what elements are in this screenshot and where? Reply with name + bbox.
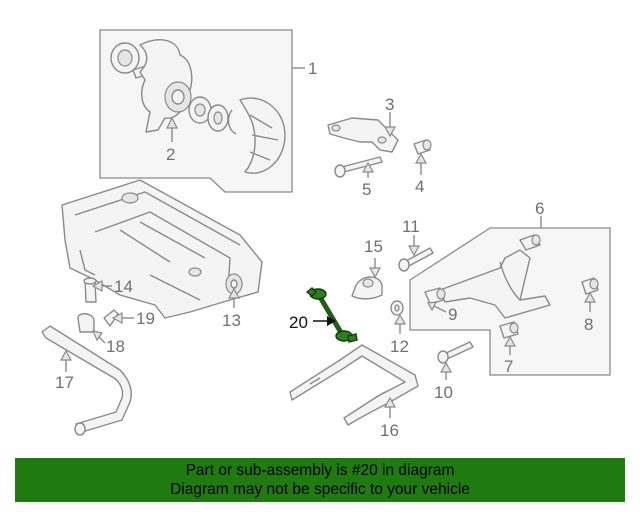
callout-6: 6	[535, 199, 544, 218]
callout-16: 16	[380, 421, 399, 440]
part-19-bracket	[103, 309, 134, 327]
info-banner: Part or sub-assembly is #20 in diagram D…	[15, 458, 625, 502]
part-18-bushing	[77, 313, 106, 344]
callout-3: 3	[385, 95, 394, 114]
callout-13: 13	[222, 311, 241, 330]
part-4-bushing	[413, 139, 432, 175]
callout-5: 5	[362, 180, 371, 199]
callout-17: 17	[55, 373, 74, 392]
part-15-mount	[351, 258, 383, 300]
knuckle-assembly	[99, 29, 305, 193]
part-3-bracket	[327, 112, 399, 153]
callout-11: 11	[402, 217, 420, 236]
banner-line-1: Part or sub-assembly is #20 in diagram	[185, 462, 455, 479]
callout-12: 12	[390, 337, 409, 356]
callout-2: 2	[166, 145, 175, 164]
banner-line-2: Diagram may not be specific to your vehi…	[170, 481, 470, 498]
part-13-subframe	[61, 179, 263, 319]
upper-arm-assembly	[409, 216, 611, 376]
part-14-bolt	[83, 277, 112, 303]
part-11-bolt	[398, 235, 434, 272]
callout-labels: 1 2 3 4 5 6 7 8 9 10 11 12 13 14 15 16 1…	[55, 59, 593, 440]
part-5-bolt	[334, 156, 383, 178]
callout-9: 9	[448, 305, 457, 324]
callout-15: 15	[364, 237, 383, 256]
part-17-stabilizer-bar	[41, 325, 132, 436]
part-16-stabilizer-bar	[289, 344, 419, 426]
part-10-bolt	[437, 341, 474, 380]
callout-1: 1	[308, 59, 317, 78]
callout-8: 8	[584, 315, 593, 334]
callout-10: 10	[434, 383, 453, 402]
callout-7: 7	[504, 357, 513, 376]
part-12-washer	[390, 300, 407, 334]
callout-18: 18	[106, 337, 125, 356]
callout-20-highlighted[interactable]: 20	[289, 313, 308, 332]
callout-4: 4	[415, 177, 424, 196]
callout-14: 14	[114, 277, 133, 296]
part-20-stabilizer-link[interactable]	[305, 287, 358, 343]
callout-19: 19	[136, 309, 155, 328]
